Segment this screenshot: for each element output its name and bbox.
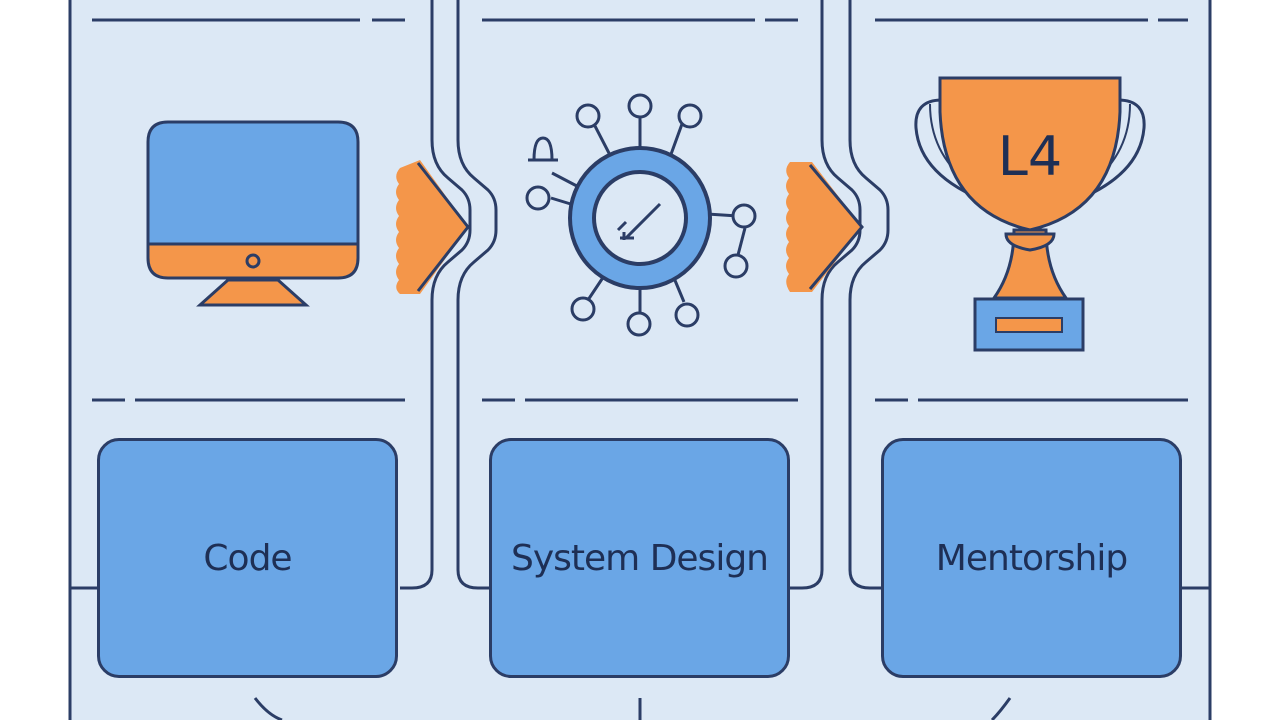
stage-mentorship-label: Mentorship <box>935 537 1128 579</box>
trophy-icon: L4 <box>914 76 1146 352</box>
frame-lines <box>68 0 1212 722</box>
network-hub-icon <box>525 93 757 337</box>
stage-mentorship-box: Mentorship <box>881 438 1182 678</box>
stage-code-label: Code <box>203 537 292 579</box>
stage-system-design-label: System Design <box>511 537 769 579</box>
stage-code-box: Code <box>97 438 398 678</box>
separator-lines <box>92 18 1188 402</box>
arrow-right-icon <box>396 160 470 294</box>
monitor-icon <box>146 120 360 307</box>
arrow-right-icon <box>786 162 864 292</box>
stage-system-design-box: System Design <box>489 438 790 678</box>
trophy-badge-text: L4 <box>998 125 1062 188</box>
